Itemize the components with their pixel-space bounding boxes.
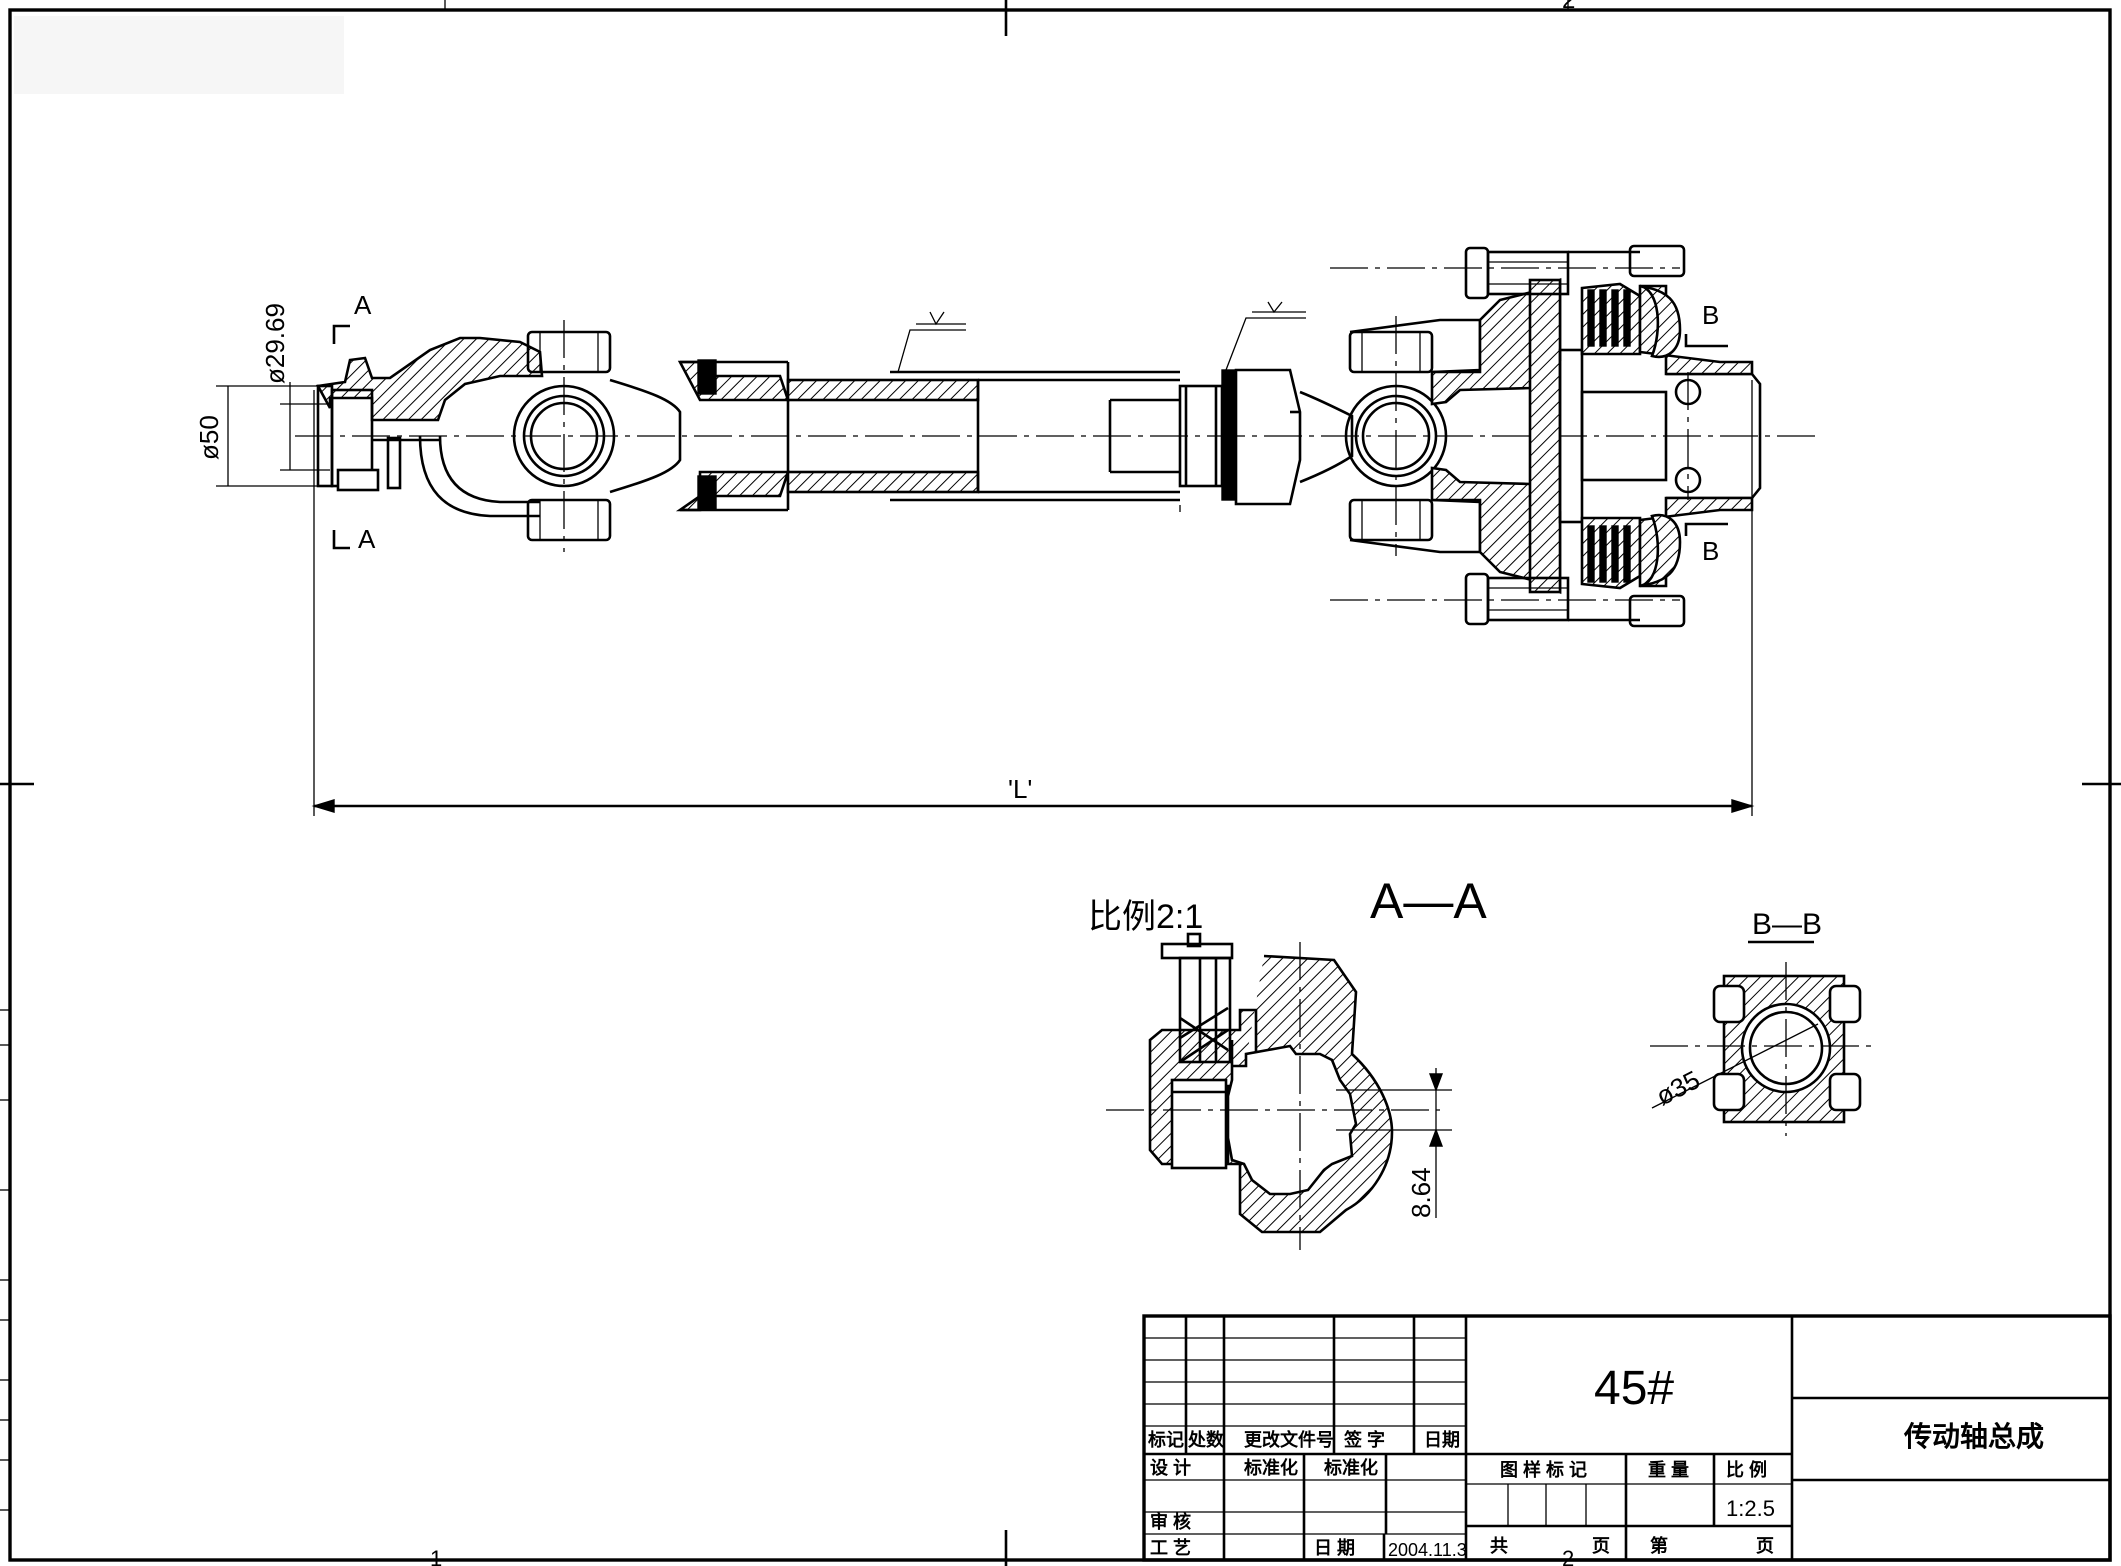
dimension-keyway-8-64: 8.64 xyxy=(1406,1167,1436,1218)
section-marker-a-bottom: A xyxy=(358,524,376,554)
section-aa-title: A—A xyxy=(1370,873,1487,929)
part-name: 传动轴总成 xyxy=(1903,1421,2044,1452)
rev-header-signature: 签 字 xyxy=(1343,1429,1385,1450)
role-standardization-a: 标准化 xyxy=(1243,1457,1298,1478)
dimension-length-l-label: 'L' xyxy=(1008,774,1032,804)
sheet-page-label-a: 页 xyxy=(1592,1536,1610,1556)
section-markers-b: B B xyxy=(1684,300,1728,566)
dimension-phi-50: ø50 xyxy=(194,385,318,487)
section-bb-title: B—B xyxy=(1752,908,1822,941)
rev-header-change-doc: 更改文件号 xyxy=(1244,1429,1334,1450)
section-aa-scale: 比例2:1 xyxy=(1088,898,1203,936)
right-universal-joint xyxy=(1344,316,1448,556)
sheet-number-label: 第 xyxy=(1650,1535,1668,1556)
scan-artifact xyxy=(14,16,344,94)
dimension-phi-29-69: ø29.69 xyxy=(260,303,330,471)
section-a-a: 比例2:1 A—A 8.64 xyxy=(1088,873,1487,1250)
section-b-b: B—B ø35 xyxy=(1650,908,1876,1136)
dimension-length-l: 'L' xyxy=(311,380,1755,816)
role-review: 审 核 xyxy=(1150,1511,1191,1532)
meta-header-weight: 重 量 xyxy=(1648,1459,1689,1480)
meta-header-drawing-mark: 图 样 标 记 xyxy=(1500,1459,1587,1480)
left-universal-joint xyxy=(512,320,616,552)
section-marker-b-top: B xyxy=(1702,300,1719,330)
rev-header-mark: 标记 xyxy=(1147,1429,1184,1450)
meta-header-scale: 比 例 xyxy=(1726,1459,1767,1480)
role-design: 设 计 xyxy=(1150,1457,1191,1478)
left-spline-yoke xyxy=(315,336,544,518)
main-view: A A B B ø50 ø29.69 'L' xyxy=(194,244,1820,816)
rev-header-count: 处数 xyxy=(1187,1429,1225,1450)
shaft-tube xyxy=(609,301,1354,512)
sheet-page-label-b: 页 xyxy=(1756,1536,1774,1556)
zone-number-top: 2 xyxy=(1562,0,1575,14)
dimension-phi-29-69-label: ø29.69 xyxy=(260,303,290,384)
zone-number-bottom-2: 2 xyxy=(1562,1546,1574,1566)
section-marker-a-top: A xyxy=(354,290,372,320)
role-standardization-b: 标准化 xyxy=(1323,1457,1378,1478)
role-process: 工 艺 xyxy=(1150,1537,1191,1558)
section-markers-a: A A xyxy=(332,290,376,554)
zone-number-bottom-1: 1 xyxy=(430,1546,442,1566)
section-marker-b-bottom: B xyxy=(1702,536,1719,566)
scale-value: 1:2.5 xyxy=(1726,1496,1775,1521)
role-date-label: 日 期 xyxy=(1314,1538,1355,1558)
rev-header-date: 日期 xyxy=(1424,1430,1460,1450)
sheet-total-label: 共 xyxy=(1490,1536,1508,1556)
right-flange-yoke xyxy=(1330,244,1762,628)
title-block: 45# 传动轴总成 标记 处数 更改文件号 签 字 日期 设 计 标准化 标准化… xyxy=(1142,1314,2112,1562)
role-date-value: 2004.11.3 xyxy=(1388,1540,1467,1560)
dimension-phi-50-label: ø50 xyxy=(194,415,224,460)
material-label: 45# xyxy=(1594,1362,1674,1415)
